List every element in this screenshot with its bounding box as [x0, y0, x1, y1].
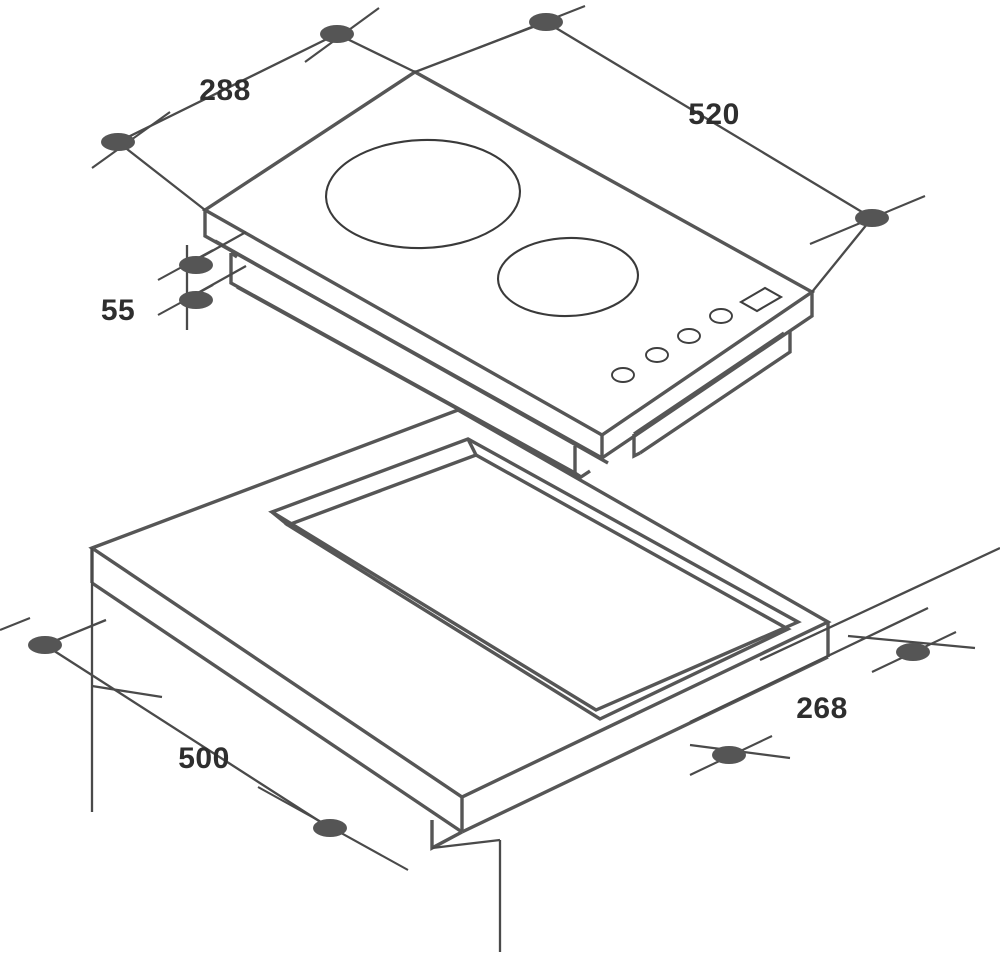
dimension-520: 520 — [414, 5, 926, 293]
countertop-assembly — [88, 408, 832, 952]
dimension-500: 500 — [0, 548, 409, 871]
cutout-corner-connector-left — [270, 510, 290, 527]
dimension-268-marker-lower — [712, 746, 746, 764]
dimension-500-extension-right — [91, 684, 163, 699]
dimension-500-label: 500 — [178, 742, 230, 775]
dimension-268-extension-lower — [689, 606, 929, 724]
cooktop-glass-front-bevel-inner — [214, 239, 609, 465]
dimension-520-marker-left — [529, 13, 563, 31]
countertop-front-left-bottom — [91, 581, 463, 834]
countertop-front-notch — [430, 820, 463, 851]
cutout-inner-ledge — [284, 453, 792, 721]
dimension-520-tick-left — [477, 5, 586, 49]
dimension-288-label: 288 — [199, 74, 251, 107]
dimension-268-label: 268 — [796, 692, 848, 725]
dimension-268-line-upper — [847, 634, 976, 650]
control-button-2-icon[interactable] — [645, 347, 669, 363]
control-panel — [611, 286, 784, 383]
control-button-1-icon[interactable] — [611, 367, 635, 383]
countertop-top-face — [88, 408, 832, 799]
dimension-55-marker-top — [179, 256, 213, 274]
cooktop-housing-right-wall-inner — [633, 331, 785, 436]
dimension-55: 55 — [101, 230, 247, 330]
cutout-corner-connector-rear — [466, 438, 478, 456]
cooktop-housing-right-step — [574, 469, 591, 480]
dimension-268-extension-upper — [759, 546, 1000, 662]
dimension-268: 268 — [689, 546, 1000, 776]
cooktop-housing-left-top — [230, 251, 238, 259]
burner-small-ring — [496, 236, 640, 318]
dimension-288-marker-right — [320, 25, 354, 43]
dimension-288-extension-left — [117, 141, 206, 211]
dimension-55-label: 55 — [101, 294, 135, 327]
dimension-288-marker-left — [101, 133, 135, 151]
dimension-500-tick-left — [0, 617, 31, 631]
control-button-4-icon[interactable] — [709, 308, 733, 324]
dimension-288: 288 — [91, 7, 416, 211]
dimension-520-label: 520 — [688, 98, 740, 131]
dimension-288-extension-right — [336, 32, 416, 74]
countertop-front-notch-reference — [431, 838, 501, 850]
dimension-500-marker-left — [28, 636, 62, 654]
dimension-520-marker-right — [855, 209, 889, 227]
cooktop-housing-right-corner — [632, 434, 641, 459]
dimension-500-marker-right — [313, 819, 347, 837]
dimension-268-marker-upper — [896, 643, 930, 661]
dimension-55-marker-bottom — [179, 291, 213, 309]
cooktop-glass-right-bevel — [601, 292, 814, 460]
burner-large-ring — [324, 138, 522, 250]
cooktop-housing-right-wall — [639, 330, 792, 455]
control-display-icon — [738, 286, 784, 313]
dimension-520-line — [545, 21, 873, 219]
control-button-3-icon[interactable] — [677, 328, 701, 344]
dimension-520-extension-right — [811, 217, 873, 293]
cooktop-assembly — [201, 70, 816, 480]
dimension-500-line — [44, 644, 331, 829]
cooktop-housing-front-wall — [236, 285, 582, 479]
